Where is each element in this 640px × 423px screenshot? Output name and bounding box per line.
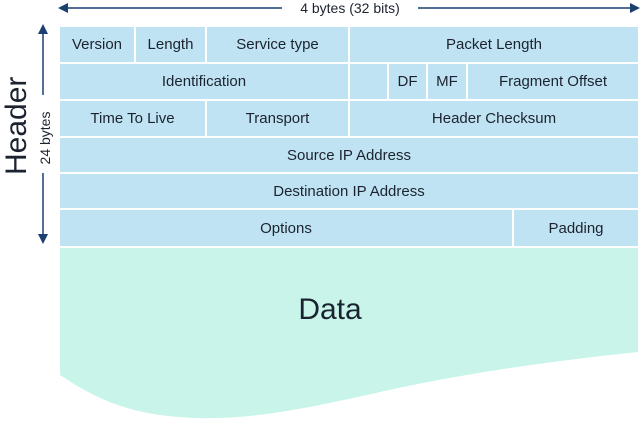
field-version: Version bbox=[60, 27, 134, 62]
header-size-label: 24 bytes bbox=[35, 103, 55, 173]
field-mf: MF bbox=[428, 64, 466, 99]
width-arrow bbox=[58, 3, 640, 13]
field-packet-length: Packet Length bbox=[350, 27, 638, 62]
field-header-checksum: Header Checksum bbox=[350, 101, 638, 136]
field-options: Options bbox=[60, 210, 512, 246]
field-identification: Identification bbox=[60, 64, 348, 99]
header-label: Header bbox=[0, 76, 33, 175]
data-label: Data bbox=[298, 293, 362, 326]
field-time-to-live: Time To Live bbox=[60, 101, 205, 136]
field-df: DF bbox=[389, 64, 426, 99]
field-reserved bbox=[350, 64, 387, 99]
field-length: Length bbox=[136, 27, 205, 62]
field-padding: Padding bbox=[514, 210, 638, 246]
data-region bbox=[60, 248, 638, 419]
field-fragment-offset: Fragment Offset bbox=[468, 64, 638, 99]
height-arrow bbox=[38, 24, 48, 244]
field-transport: Transport bbox=[207, 101, 348, 136]
field-destination-ip: Destination IP Address bbox=[60, 174, 638, 208]
field-source-ip: Source IP Address bbox=[60, 138, 638, 172]
width-label: 4 bytes (32 bits) bbox=[286, 0, 414, 16]
field-service-type: Service type bbox=[207, 27, 348, 62]
